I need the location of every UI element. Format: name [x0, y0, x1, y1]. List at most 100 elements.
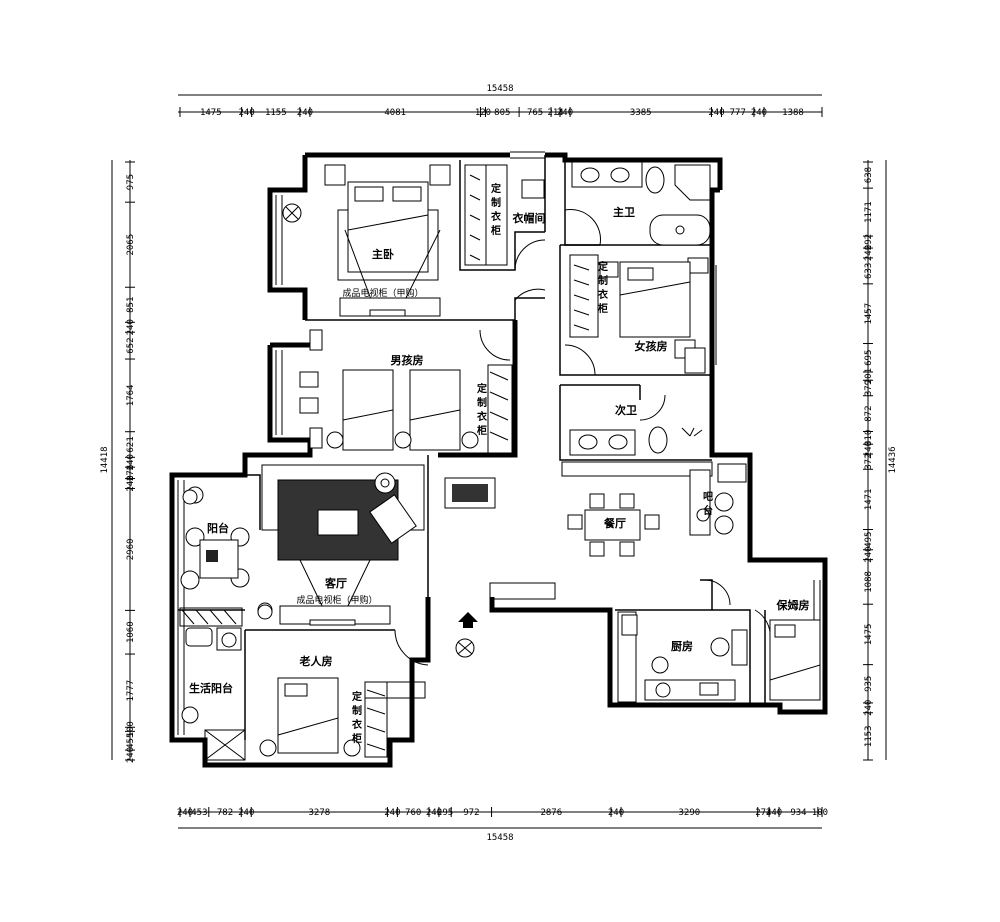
dimension-segment-label: 652 [126, 337, 136, 353]
dimension-segment-label: 120 [475, 108, 491, 118]
wardrobe-label-char: 衣 [477, 410, 487, 423]
dimension-segment-label: 240 [557, 108, 573, 118]
dimension-segment-label: 240 [126, 319, 136, 335]
dimension-segment-label: 1475 [864, 624, 874, 646]
dimension-segment-label: 214 [547, 108, 563, 118]
dimension-segment-label: 453 [191, 808, 207, 818]
dimension-segment-label: 1388 [782, 108, 804, 118]
dimension-segment-label: 240 [864, 547, 874, 563]
total-left-dimension: 14418 [100, 446, 110, 473]
dimension-segment-label: 240 [708, 108, 724, 118]
dimension-segment-label: 782 [217, 808, 233, 818]
dimension-segment-label: 872 [864, 405, 874, 421]
label-cloakroom: 衣帽间 [513, 211, 546, 225]
wardrobe-label-char: 衣 [598, 288, 608, 301]
dimension-segment-label: 1088 [864, 571, 874, 593]
dimension-segment-label: 295 [437, 808, 453, 818]
dimension-segment-label: 372 [864, 454, 874, 470]
dimension-segment-label: 695 [864, 350, 874, 366]
dimension-segment-label: 240 [864, 700, 874, 716]
utility-balcony-fixtures [179, 607, 246, 761]
bar-label-char: 台 [703, 504, 713, 517]
dimension-segment-label: 379 [864, 380, 874, 396]
bar-counter [689, 463, 747, 536]
dimension-segment-label: 292 [864, 234, 874, 250]
dining-furniture [444, 477, 660, 557]
dimension-segment-label: 621 [126, 436, 136, 452]
dimension-segment-label: 777 [730, 108, 746, 118]
total-bottom-dimension: 15458 [486, 833, 513, 843]
wardrobe-label-char: 定 [477, 382, 487, 395]
label-dining-room: 餐厅 [603, 516, 626, 530]
dimension-segment-label: 851 [126, 297, 136, 313]
label-tv-cabinet-living: 成品电视柜（甲购） [296, 594, 377, 606]
dimension-segment-label: 201 [864, 368, 874, 384]
dimension-segment-label: 240 [239, 108, 255, 118]
nanny-room-furniture [769, 619, 821, 701]
bar-label-char: 吧 [703, 491, 713, 503]
dimension-segment-label: 638 [864, 167, 874, 183]
label-boys-room: 男孩房 [391, 353, 424, 367]
dimension-segment-label: 1155 [265, 108, 287, 118]
dimension-segment-label: 4081 [384, 108, 406, 118]
wardrobe-label-char: 衣 [491, 210, 501, 223]
interior-walls [178, 155, 766, 740]
balcony-furniture [180, 486, 273, 618]
dimension-segment-label: 1153 [864, 726, 874, 748]
plants [182, 203, 302, 620]
dimension-segment-label: 2960 [126, 539, 136, 561]
dimension-segment-label: 2876 [540, 808, 562, 818]
dimension-segment-label: 1764 [126, 385, 136, 407]
label-master-bedroom: 主卧 [372, 247, 394, 261]
dimension-segment-label: 276 [126, 465, 136, 481]
cloakroom-wardrobe [464, 164, 545, 266]
kitchen-fixtures [617, 611, 748, 703]
dimension-segment-label: 1475 [200, 108, 222, 118]
label-utility-balcony: 生活阳台 [189, 681, 233, 695]
dimension-segment-label: 240 [177, 808, 193, 818]
dimension-segment-label: 240 [426, 808, 442, 818]
dimension-segment-label: 240 [766, 808, 782, 818]
dimension-segment-label: 1060 [126, 621, 136, 643]
label-master-bath: 主卫 [613, 205, 635, 219]
dimension-segment-label: 240 [238, 808, 254, 818]
master-bath-fixtures [571, 161, 711, 246]
dimension-segment-label: 760 [405, 808, 421, 818]
dimension-segment-label: 240 [384, 808, 400, 818]
dimension-segment-label: 240 [126, 747, 136, 763]
master-bed [324, 164, 451, 317]
dimension-segment-label: 3385 [630, 108, 652, 118]
wardrobe-label-char: 柜 [490, 224, 501, 237]
wardrobe-label-char: 定 [598, 260, 608, 273]
dimension-segment-label: 240 [751, 108, 767, 118]
living-room-furniture [261, 464, 425, 626]
wardrobe-label-char: 衣 [352, 718, 362, 731]
total-right-dimension: 14436 [888, 446, 898, 473]
dimension-segment-label: 1457 [864, 303, 874, 325]
dimension-left: 14418 9752065851240652176462124027624029… [100, 160, 136, 763]
dimension-segment-label: 3278 [308, 808, 330, 818]
label-tv-cabinet-master: 成品电视柜（甲购） [342, 287, 423, 299]
dimension-segment-label: 455 [126, 733, 136, 749]
dimension-segment-label: 240 [126, 475, 136, 491]
dimension-segment-label: 1777 [126, 680, 136, 702]
dimension-segment-label: 633 [864, 263, 874, 279]
wardrobe-label-char: 柜 [597, 302, 608, 315]
wardrobe-label-char: 柜 [476, 424, 487, 437]
label-kitchen: 厨房 [671, 639, 693, 653]
wardrobe-label-char: 制 [477, 396, 487, 409]
label-second-bath: 次卫 [615, 403, 637, 417]
dimension-segment-label: 100 [812, 808, 828, 818]
exterior-walls [169, 152, 828, 768]
dimension-segment-label: 310 [864, 430, 874, 446]
wardrobe-label-char: 定 [491, 182, 501, 195]
dimension-segment-label: 765 [527, 108, 543, 118]
dimension-segment-label: 240 [297, 108, 313, 118]
dimension-segment-label: 274 [755, 808, 771, 818]
dimension-segment-label: 972 [463, 808, 479, 818]
